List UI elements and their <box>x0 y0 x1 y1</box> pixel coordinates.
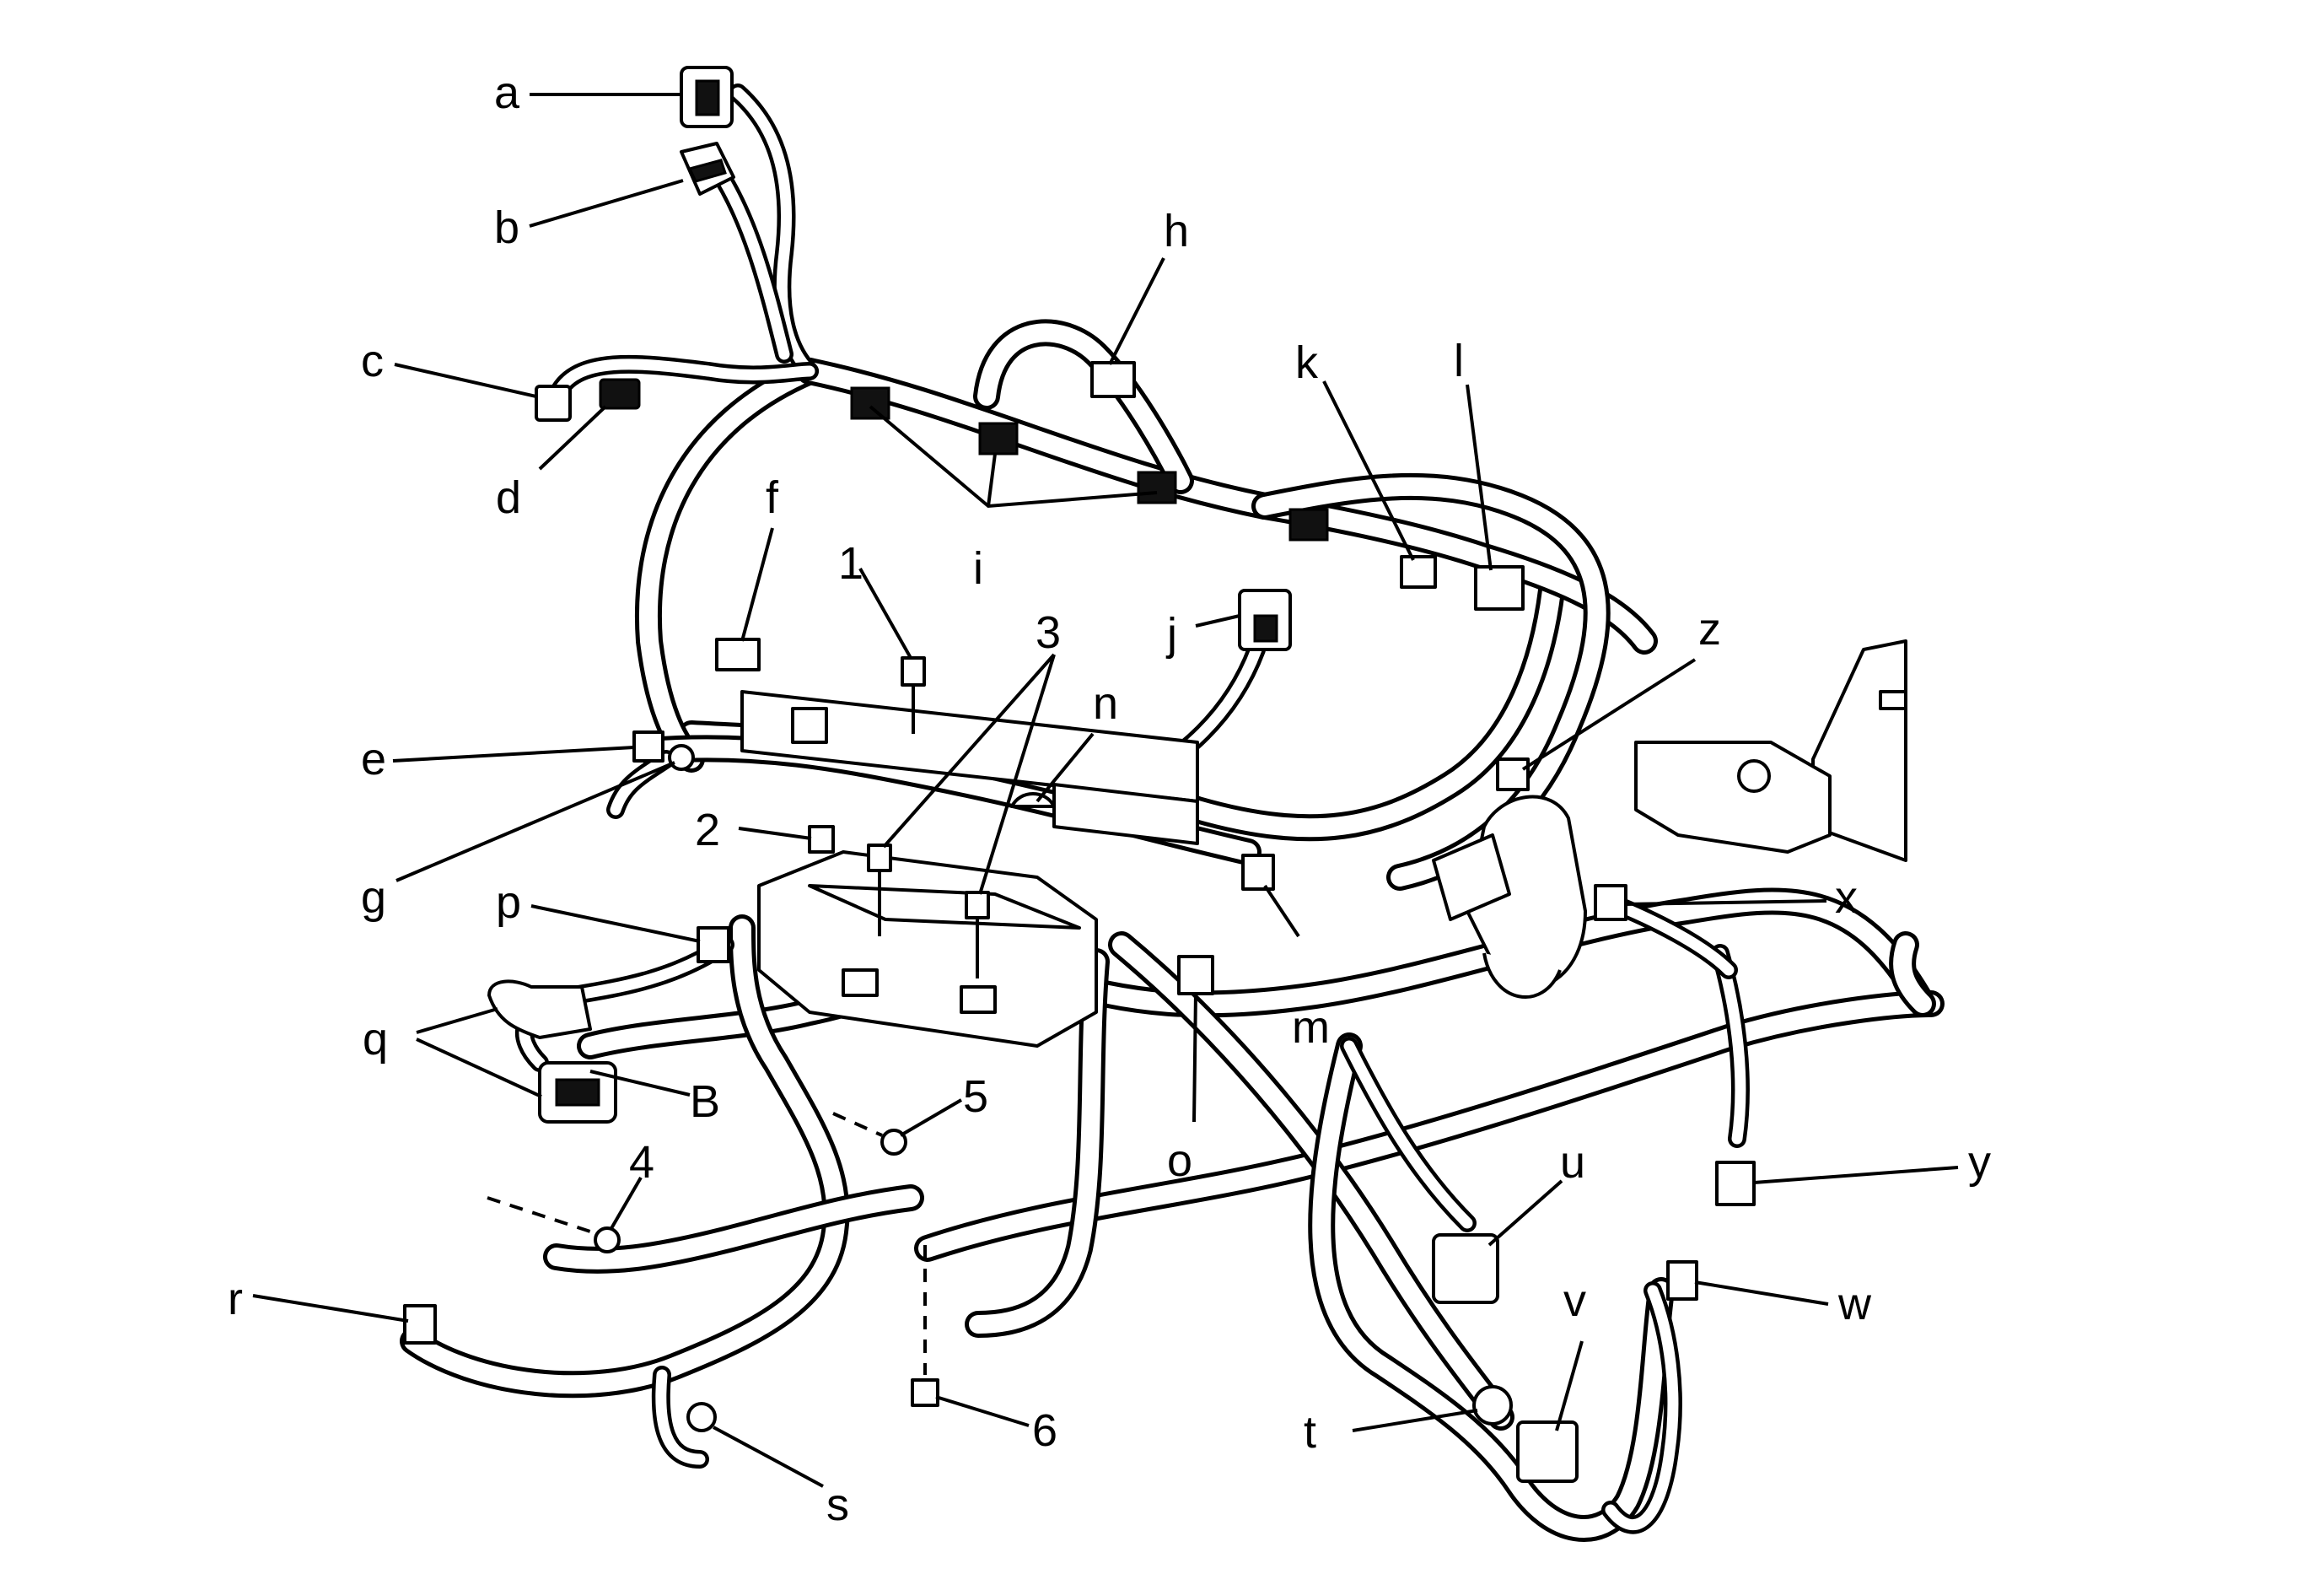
callout-q: q <box>363 1014 388 1065</box>
callout-z: z <box>1698 604 1721 655</box>
callout-l: l <box>1454 336 1464 386</box>
callout-p: p <box>496 877 521 928</box>
leader-lines <box>252 93 1959 1488</box>
connector-inline <box>1288 508 1329 542</box>
callout-h: h <box>1164 206 1189 256</box>
connector-t <box>1472 1385 1513 1426</box>
callout-k: k <box>1295 337 1319 388</box>
callout-j: j <box>1165 609 1177 660</box>
callout-y: y <box>1968 1137 1991 1188</box>
callout-b: b <box>494 202 519 253</box>
connector-a <box>680 66 734 128</box>
callout-B: B <box>690 1076 720 1127</box>
connector-p <box>697 926 730 963</box>
connector-x <box>1594 884 1627 921</box>
connector-q-upper <box>487 979 592 1039</box>
callout-4: 4 <box>629 1137 654 1188</box>
connector-k <box>1400 555 1437 589</box>
connector-e <box>632 730 664 763</box>
callout-x: x <box>1835 872 1858 923</box>
connector-u <box>1432 1233 1499 1304</box>
connector-q-lower <box>538 1061 617 1124</box>
callout-w: w <box>1837 1279 1872 1329</box>
nut-4 <box>487 1196 621 1253</box>
bolt-3-right <box>965 891 990 978</box>
connector-i-2 <box>978 422 1019 455</box>
callout-v: v <box>1563 1275 1586 1326</box>
connector-l <box>1474 565 1525 611</box>
junction-block <box>740 690 1199 1048</box>
connector-j <box>1238 589 1292 651</box>
bolt-6 <box>911 1245 939 1407</box>
callout-m: m <box>1292 1002 1330 1053</box>
callout-2: 2 <box>695 805 720 855</box>
callout-u: u <box>1560 1137 1585 1188</box>
connector-d <box>599 378 641 410</box>
connector-o <box>1177 955 1214 995</box>
callout-o: o <box>1167 1135 1192 1186</box>
clip-n <box>1010 792 1056 808</box>
callout-c: c <box>361 336 384 386</box>
callout-s: s <box>826 1480 849 1530</box>
callout-e: e <box>361 734 386 784</box>
bolt-3-left <box>867 844 892 936</box>
connector-z <box>1496 757 1530 791</box>
callout-5: 5 <box>963 1071 988 1122</box>
connector-f <box>715 638 761 671</box>
clip-s <box>686 1402 717 1432</box>
callout-a: a <box>494 67 520 118</box>
control-module <box>1432 639 1907 1000</box>
connectors <box>403 66 1756 1483</box>
connector-b <box>680 142 735 196</box>
nut-5 <box>832 1112 907 1156</box>
connector-c <box>535 385 572 422</box>
harness-bundles <box>400 84 1945 1542</box>
callout-t: t <box>1304 1407 1316 1458</box>
callout-g: g <box>361 872 386 923</box>
clip-g <box>668 744 695 771</box>
connector-m <box>1241 854 1275 891</box>
connector-h <box>1090 361 1136 398</box>
callout-3: 3 <box>1036 607 1061 658</box>
callout-6: 6 <box>1032 1405 1057 1456</box>
bolt-1 <box>901 656 926 734</box>
callout-r: r <box>228 1274 243 1324</box>
callout-d: d <box>496 472 521 523</box>
connector-r <box>403 1304 437 1345</box>
callout-labels: a b c d e f g h i j k l m n o p q B r s … <box>228 67 1991 1530</box>
connector-v <box>1516 1420 1579 1483</box>
callout-i: i <box>973 543 983 594</box>
clip-2 <box>808 825 835 854</box>
callout-n: n <box>1093 678 1118 729</box>
connector-i-1 <box>850 386 890 420</box>
connector-w <box>1666 1260 1698 1301</box>
fasteners <box>487 656 990 1407</box>
callout-1: 1 <box>838 538 863 589</box>
connector-y <box>1715 1161 1756 1206</box>
connector-i-3 <box>1137 471 1177 504</box>
callout-f: f <box>766 472 779 523</box>
